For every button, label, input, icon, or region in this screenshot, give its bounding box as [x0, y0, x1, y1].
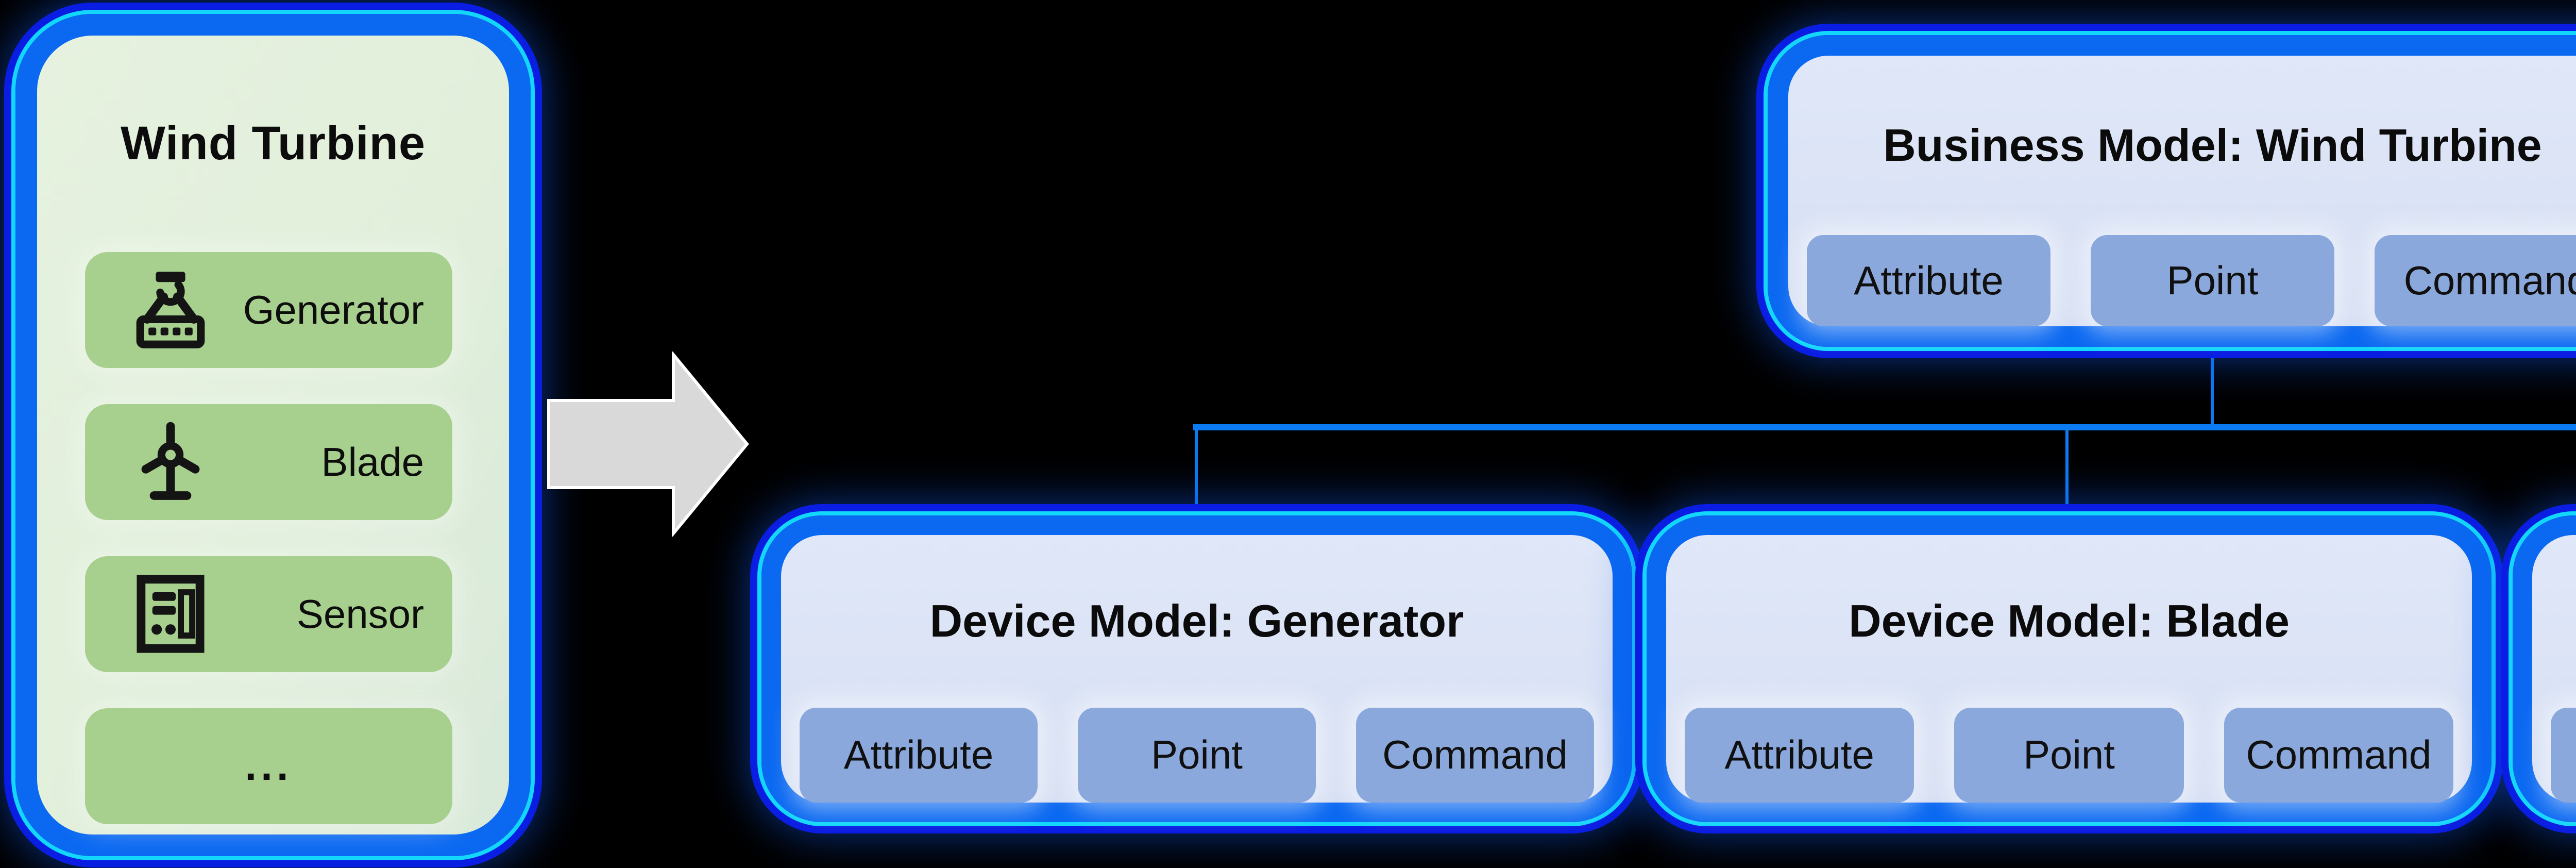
- device-model-box-generator: Device Model: Generator Attribute Point …: [761, 515, 1632, 822]
- tag-point: Point: [1078, 707, 1316, 803]
- tag-attribute: Attribute: [800, 707, 1038, 803]
- device-model-title: Device Model: Sensor: [2532, 573, 2576, 670]
- tag-command: Command: [1356, 707, 1594, 803]
- sensor-panel-icon: [127, 571, 214, 657]
- device-model-box-blade: Device Model: Blade Attribute Point Comm…: [1647, 515, 2492, 822]
- component-row-generator: Generator: [85, 252, 452, 368]
- tag-command: Command: [2375, 235, 2576, 326]
- tag-point: Point: [1954, 707, 2184, 803]
- generator-icon: [127, 266, 214, 353]
- tag-row: Attribute Point Command: [1666, 707, 2472, 803]
- component-list: Generator Blade: [37, 252, 509, 824]
- device-model-box-sensor: Device Model: Sensor Attribute Point Com…: [2513, 515, 2576, 822]
- wind-turbine-panel: Wind Turbine Generator: [15, 14, 531, 856]
- business-model-title: Business Model: Wind Turbine: [1883, 119, 2542, 171]
- tag-point: Point: [2091, 235, 2334, 326]
- component-label: Generator: [243, 287, 424, 332]
- transform-arrow: [547, 352, 750, 537]
- panel-title: Wind Turbine: [120, 117, 426, 170]
- device-model-title: Device Model: Blade: [1849, 595, 2290, 647]
- tag-row: Attribute Point Command: [2532, 707, 2576, 803]
- tag-attribute: Attribute: [1685, 707, 1914, 803]
- component-row-sensor: Sensor: [85, 556, 452, 672]
- component-label: Blade: [321, 439, 425, 485]
- device-model-title: Device Model: Generator: [929, 595, 1464, 647]
- right-arrow-icon: [547, 352, 749, 537]
- tag-command: Command: [2224, 707, 2453, 803]
- component-label: Sensor: [296, 591, 424, 637]
- wind-turbine-icon: [127, 419, 214, 505]
- component-row-more: ...: [85, 708, 452, 824]
- tag-row: Attribute Point Command: [1788, 235, 2576, 326]
- component-row-blade: Blade: [85, 404, 452, 520]
- component-label: ...: [245, 742, 293, 790]
- tag-attribute: Attribute: [1807, 235, 2050, 326]
- tag-row: Attribute Point Command: [781, 707, 1613, 803]
- tag-attribute: Attribute: [2551, 707, 2576, 803]
- business-model-box: Business Model: Wind Turbine Attribute P…: [1768, 35, 2576, 347]
